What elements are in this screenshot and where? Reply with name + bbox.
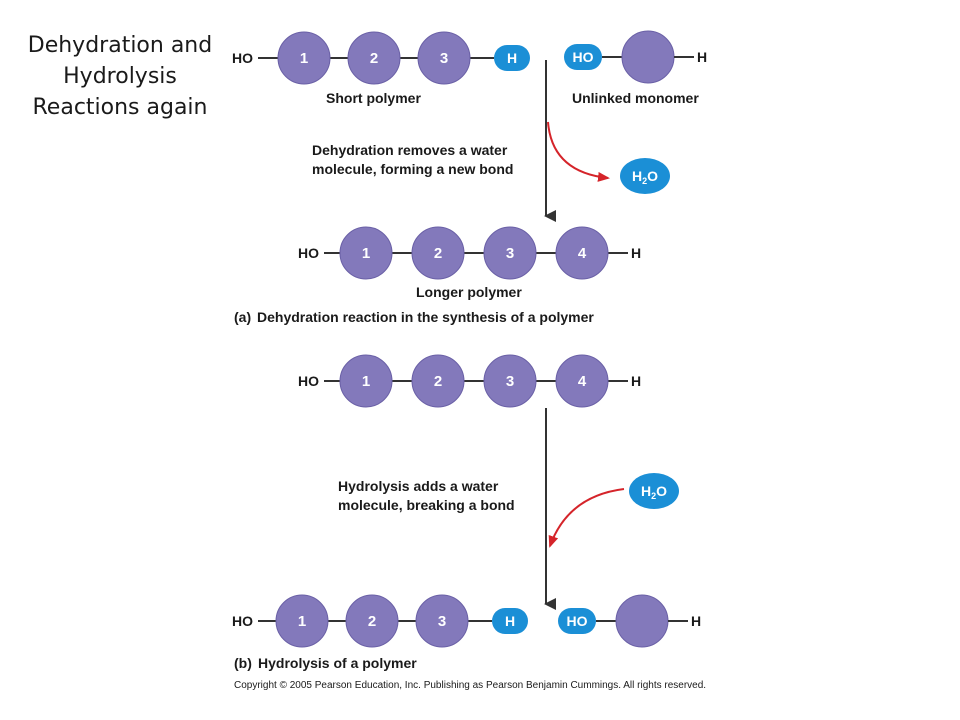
water-molecule-added: H2O [629, 473, 679, 509]
caption-b: (b) Hydrolysis of a polymer [234, 655, 417, 671]
hydrolysis-products-row: HO 1 2 3 H HO H [232, 594, 701, 648]
svg-text:1: 1 [300, 50, 308, 67]
h-group-pill: H [494, 45, 530, 71]
ho-group-pill: HO [564, 44, 602, 70]
svg-text:4: 4 [578, 245, 587, 262]
monomer-3: 3 [415, 594, 469, 648]
unlinked-monomer: HO H Unlinked monomer [564, 30, 707, 106]
water-addition-arrow [548, 488, 625, 548]
svg-text:HO: HO [567, 613, 588, 629]
svg-text:3: 3 [440, 50, 448, 67]
short-polymer-row: HO 1 2 3 H Short polymer [232, 31, 530, 106]
water-release-arrow [547, 121, 610, 182]
monomer-2: 2 [411, 354, 465, 408]
svg-text:HO: HO [573, 49, 594, 65]
monomer-1: 1 [275, 594, 329, 648]
svg-text:1: 1 [298, 613, 306, 630]
monomer-2: 2 [345, 594, 399, 648]
hydrolysis-step-line-2: molecule, breaking a bond [338, 497, 515, 513]
dehydration-step-line-2: molecule, forming a new bond [312, 161, 513, 177]
title-line-2: Hydrolysis [63, 64, 177, 89]
svg-text:H: H [507, 50, 517, 66]
unlinked-monomer-label: Unlinked monomer [572, 90, 699, 106]
monomer-3: 3 [483, 226, 537, 280]
monomer-1: 1 [339, 226, 393, 280]
monomer-2: 2 [347, 31, 401, 85]
svg-text:H: H [505, 613, 515, 629]
water-formula: H2O [632, 168, 658, 186]
ho-group-label: HO [232, 50, 253, 66]
short-polymer-label: Short polymer [326, 90, 421, 106]
monomer-3: 3 [417, 31, 471, 85]
water-formula: H2O [641, 483, 667, 501]
svg-text:2: 2 [434, 373, 442, 390]
monomer-1: 1 [277, 31, 331, 85]
monomer-4: 4 [555, 354, 609, 408]
hydrolysis-step-line-1: Hydrolysis adds a water [338, 478, 499, 494]
caption-b-tag: (b) [234, 655, 252, 671]
svg-text:1: 1 [362, 245, 370, 262]
copyright-notice: Copyright © 2005 Pearson Education, Inc.… [234, 680, 706, 691]
caption-a-tag: (a) [234, 309, 251, 325]
freed-monomer-circle [615, 594, 669, 648]
longer-polymer-row: HO 1 2 3 4 H Longer polymer [298, 226, 641, 300]
monomer-3: 3 [483, 354, 537, 408]
slide-title: Dehydration and Hydrolysis Reactions aga… [20, 30, 220, 123]
h-group-label: H [631, 373, 641, 389]
svg-text:3: 3 [438, 613, 446, 630]
svg-text:3: 3 [506, 373, 514, 390]
water-molecule-released: H2O [620, 158, 670, 194]
svg-text:2: 2 [368, 613, 376, 630]
monomer-4: 4 [555, 226, 609, 280]
h-group-label: H [631, 245, 641, 261]
unlinked-monomer-circle [621, 30, 675, 84]
h-group-pill: H [492, 608, 528, 634]
dehydration-step-line-1: Dehydration removes a water [312, 142, 508, 158]
svg-text:4: 4 [578, 373, 587, 390]
ho-group-label: HO [232, 613, 253, 629]
longer-polymer-label: Longer polymer [416, 284, 522, 300]
h-group-label: H [691, 613, 701, 629]
caption-a: (a) Dehydration reaction in the synthesi… [234, 309, 594, 325]
ho-group-pill: HO [558, 608, 596, 634]
ho-group-label: HO [298, 245, 319, 261]
monomer-1: 1 [339, 354, 393, 408]
svg-text:2: 2 [370, 50, 378, 67]
title-line-3: Reactions again [32, 95, 208, 120]
ho-group-label: HO [298, 373, 319, 389]
h-group-label: H [697, 49, 707, 65]
caption-b-text: Hydrolysis of a polymer [258, 655, 417, 671]
caption-a-text: Dehydration reaction in the synthesis of… [257, 309, 594, 325]
svg-text:2: 2 [434, 245, 442, 262]
svg-text:1: 1 [362, 373, 370, 390]
svg-text:3: 3 [506, 245, 514, 262]
title-line-1: Dehydration and [27, 33, 213, 58]
monomer-2: 2 [411, 226, 465, 280]
hydrolysis-start-row: HO 1 2 3 4 H [298, 354, 641, 408]
